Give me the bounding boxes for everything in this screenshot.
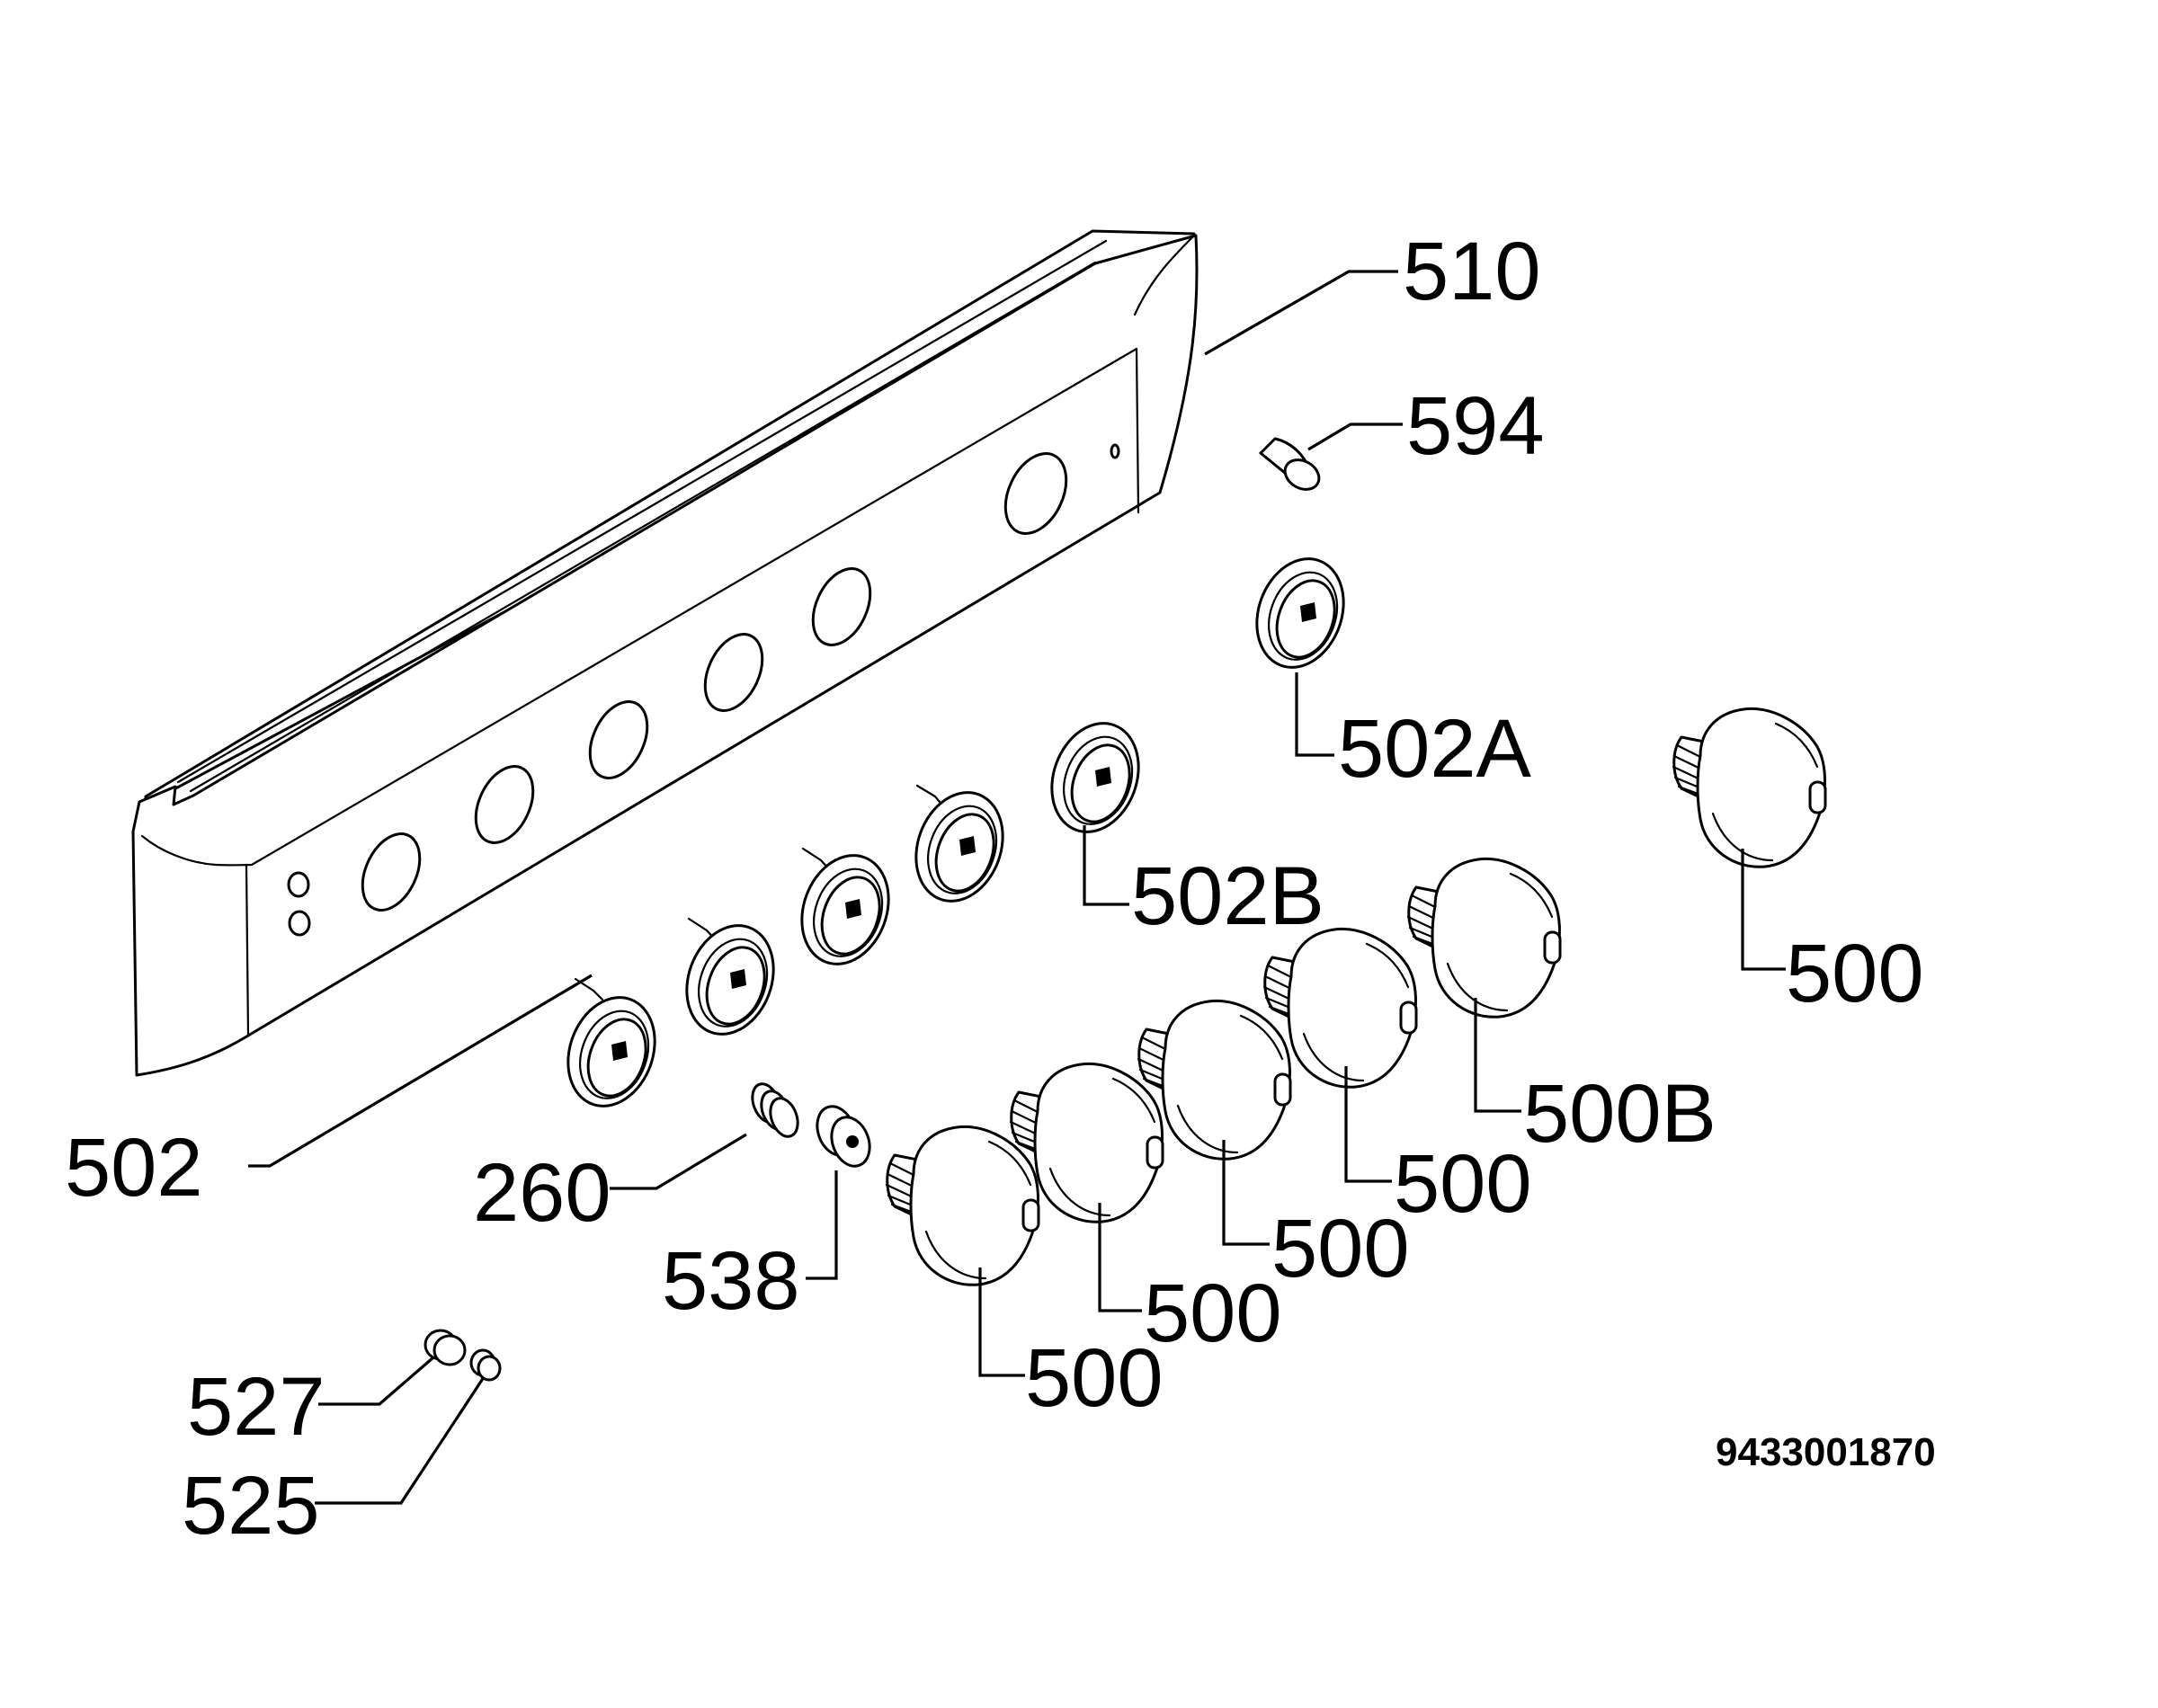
control-knobs [885,707,1827,1286]
label-527: 527 [187,1361,325,1453]
button-594 [1259,437,1321,491]
label-525: 525 [182,1460,320,1552]
label-500-c: 500 [1271,1203,1410,1294]
spring-260 [751,1082,799,1138]
label-500-a: 500 [1025,1332,1164,1424]
label-502a: 502A [1338,703,1531,795]
control-panel [131,229,1199,1077]
label-500-b: 500 [1144,1268,1282,1359]
label-500-d: 500 [1394,1138,1532,1230]
adapter-538 [816,1105,871,1168]
label-538: 538 [662,1235,800,1327]
label-594: 594 [1406,380,1545,472]
label-500-right: 500 [1786,928,1924,1019]
label-502: 502 [65,1122,203,1214]
cap-525 [469,1348,502,1382]
cap-527 [424,1329,467,1366]
label-500b: 500B [1523,1068,1717,1160]
callout-labels: 510 594 502A 502B 500 500B 500 500 500 5… [65,226,1936,1552]
leader-lines [248,270,1786,1505]
document-number: 9433001870 [1716,1430,1936,1474]
label-510: 510 [1403,226,1541,317]
panel-holes [287,443,1120,937]
label-260: 260 [473,1147,611,1239]
label-502b: 502B [1131,850,1324,942]
